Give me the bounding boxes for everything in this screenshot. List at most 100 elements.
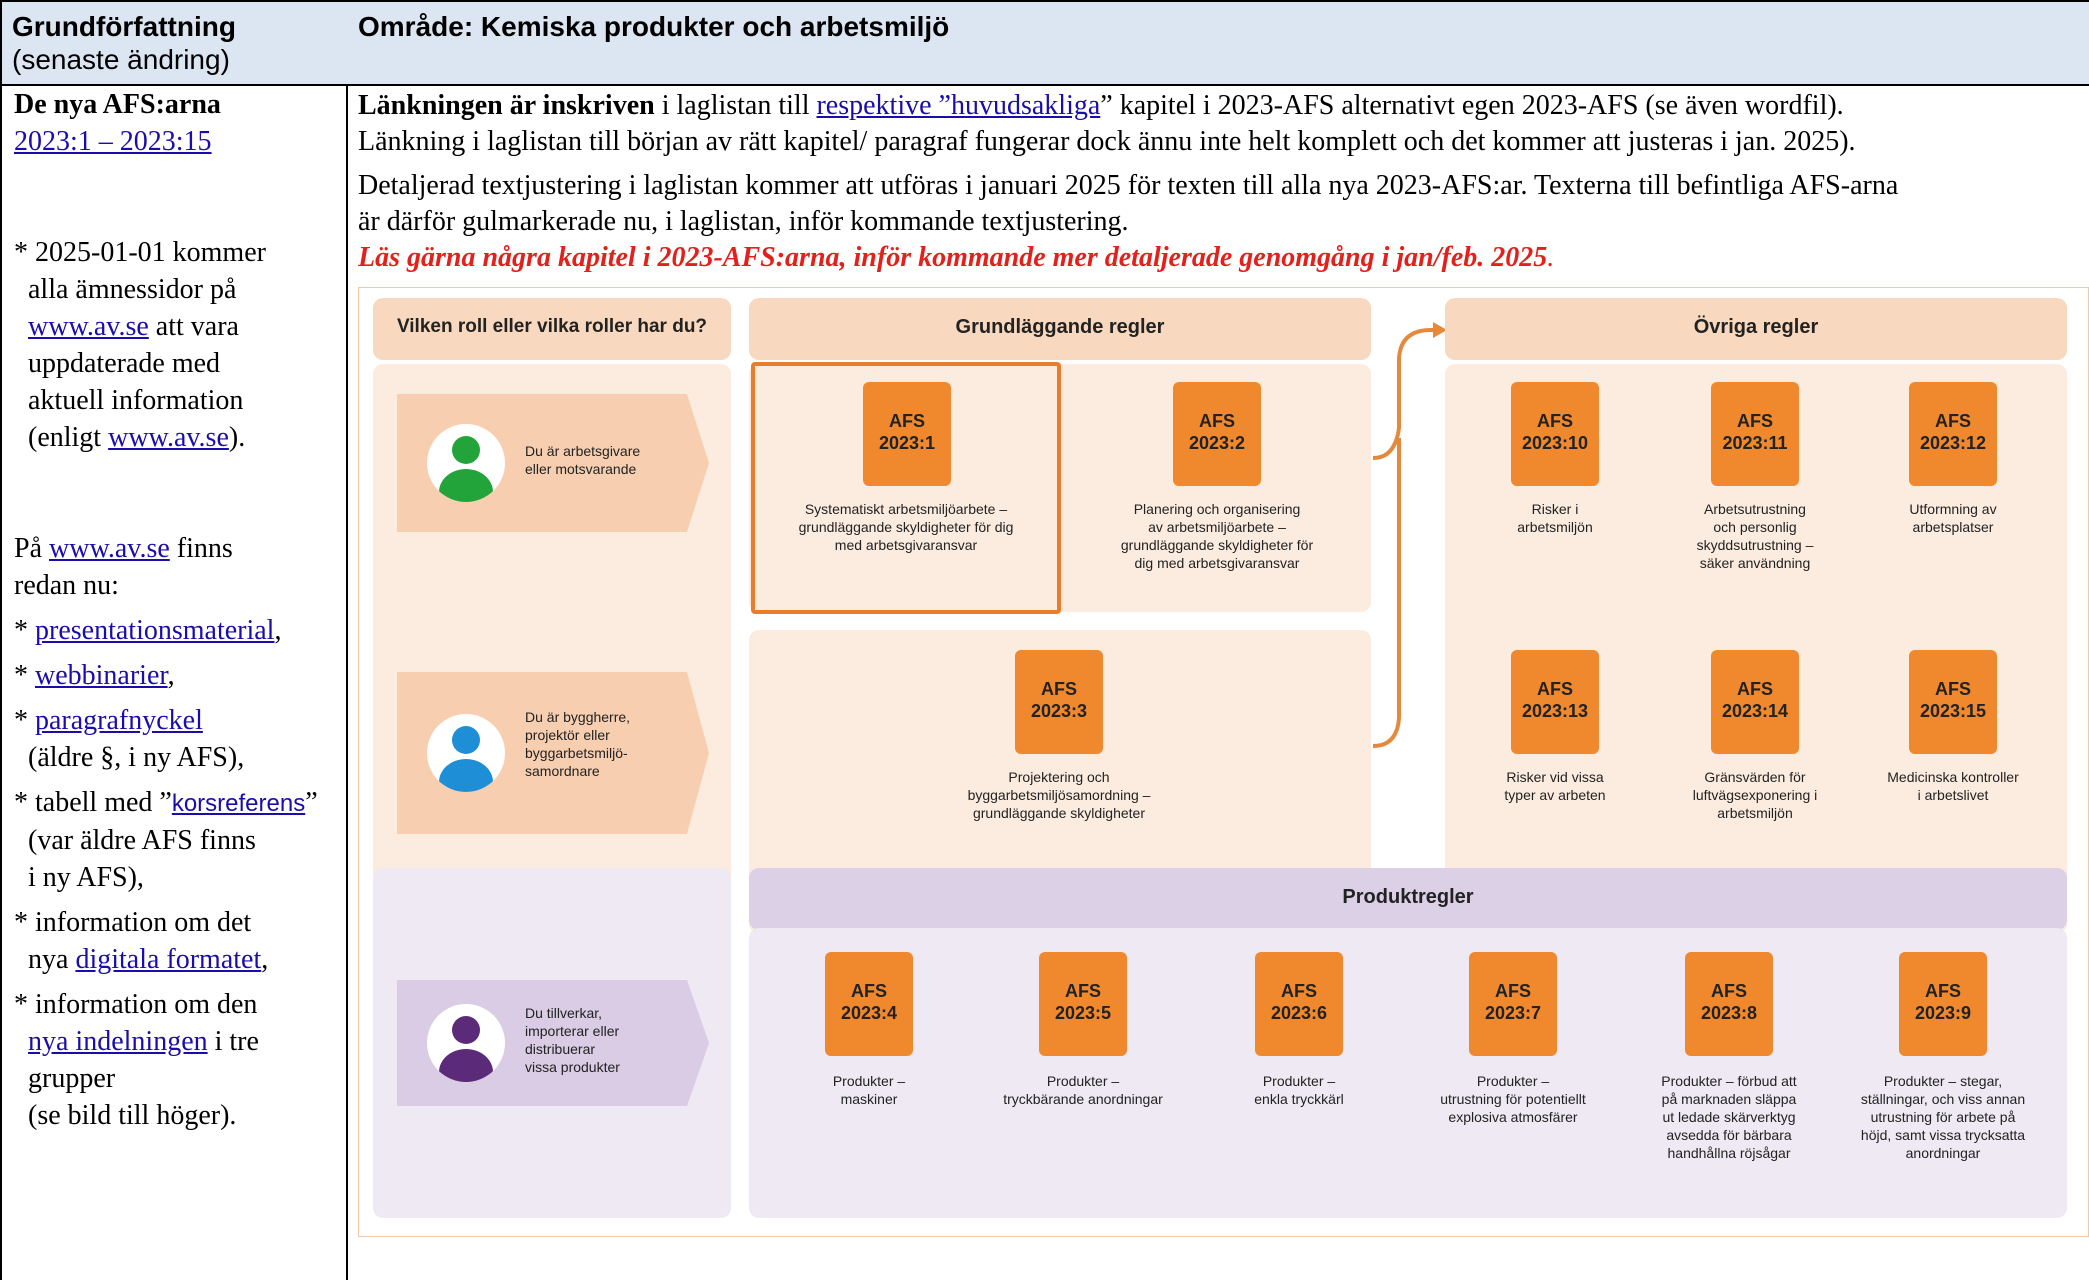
list-item: * information om den (14, 989, 258, 1020)
role-employer: Du är arbetsgivare eller motsvarande (397, 394, 709, 532)
afs-label: AFS (1065, 981, 1101, 1001)
av-se-link-2[interactable]: www.av.se (108, 422, 229, 453)
afs-number: 2023:14 (1721, 701, 1789, 721)
afs-caption: Produkter – stegar, ställningar, och vis… (1860, 1073, 2026, 1161)
presentationsmaterial-link[interactable]: presentationsmaterial (35, 615, 275, 646)
afs-number: 2023:15 (1919, 701, 1987, 721)
afs-range-link[interactable]: 2023:1 – 2023:15 (14, 126, 212, 157)
header-right-cell: Område: Kemiska produkter och arbetsmilj… (346, 0, 2089, 86)
role-text: Du är byggherre, projektör eller byggarb… (525, 709, 631, 779)
afs-number: 2023:5 (1054, 1003, 1112, 1023)
note-line-6: (enligt www.av.se). (14, 419, 342, 456)
afs-number: 2023:7 (1484, 1003, 1542, 1023)
list-item-extra: grupper (28, 1063, 116, 1094)
avatar-head (452, 1016, 480, 1044)
note-enligt: (enligt (28, 422, 109, 453)
note-line-5: aktuell information (28, 385, 244, 416)
afs-number: 2023:13 (1521, 701, 1589, 721)
digitala-formatet-link[interactable]: digitala formatet (75, 944, 262, 975)
list-item: * paragrafnyckel (14, 702, 342, 739)
korsreferens-link[interactable]: korsreferens (171, 790, 306, 817)
afs-caption: Produkter – utrustning för potentiellt e… (1440, 1073, 1586, 1125)
afs-number: 2023:1 (878, 433, 936, 453)
p1-text-b: ” kapitel i 2023-AFS alternativt egen 20… (1100, 90, 1844, 121)
paragraph-2: Länkning i laglistan till början av rätt… (358, 126, 1856, 157)
afs-label: AFS (1495, 981, 1531, 1001)
note-line-4: uppdaterade med (28, 348, 221, 379)
red-note-end: . (1547, 242, 1555, 273)
highlight-afs-2023-1 (751, 362, 1061, 614)
paragraph-3: Detaljerad textjustering i laglistan kom… (358, 170, 1899, 201)
role-tag-shape (397, 672, 709, 834)
item-suffix: , (274, 615, 282, 646)
webbinarier-link[interactable]: webbinarier (35, 660, 168, 691)
afs-caption: Risker vid vissa typer av arbeten (1504, 769, 1606, 803)
afs-label: AFS (1737, 411, 1773, 431)
afs-caption: Produkter – förbud att på marknaden släp… (1661, 1073, 1797, 1161)
list-item: * presentationsmaterial, (14, 612, 342, 649)
paragraph-5: Läs gärna några kapitel i 2023-AFS:arna,… (358, 240, 2089, 276)
header-left-title: Grundförfattning (12, 11, 236, 42)
afs-number: 2023:2 (1188, 433, 1246, 453)
pa-text: På (14, 533, 49, 564)
afs-label: AFS (1199, 411, 1235, 431)
list-item: * webbinarier, (14, 657, 342, 694)
afs-label: AFS (1935, 679, 1971, 699)
afs-number: 2023:6 (1270, 1003, 1328, 1023)
list-item-line2: nya digitala formatet, (14, 941, 342, 978)
av-se-link-1[interactable]: www.av.se (28, 311, 149, 342)
av-se-link-3[interactable]: www.av.se (49, 533, 170, 564)
afs-label: AFS (1711, 981, 1747, 1001)
pa-line: På www.av.se finns (14, 530, 342, 567)
afs-caption: Medicinska kontroller i arbetslivet (1887, 769, 2019, 803)
afs-label: AFS (1537, 411, 1573, 431)
p1-text-a: i laglistan till (654, 90, 817, 121)
paragraph-1: Länkningen är inskriven i laglistan till… (358, 88, 2089, 124)
huvudsakliga-link[interactable]: respektive ”huvudsakliga (816, 90, 1101, 121)
afs-label: AFS (1281, 981, 1317, 1001)
roles-header: Vilken roll eller vilka roller har du? (373, 298, 731, 360)
role-text: Du tillverkar, importerar eller distribu… (525, 1005, 620, 1075)
list-item-extra: (se bild till höger). (28, 1100, 237, 1131)
afs-caption: Planering och organisering av arbetsmilj… (1120, 501, 1314, 571)
item-prefix: * tabell med ” (14, 787, 172, 818)
afs-label: AFS (1041, 679, 1077, 699)
afs-number: 2023:11 (1722, 433, 1788, 453)
right-text: Länkningen är inskriven i laglistan till… (358, 88, 2089, 276)
note-line-3: www.av.se att vara (14, 308, 342, 345)
nya-indelningen-link[interactable]: nya indelningen (28, 1026, 208, 1057)
produkt-title: Produktregler (1342, 886, 1474, 908)
header-right-title: Område: Kemiska produkter och arbetsmilj… (358, 11, 950, 42)
note-end: ). (228, 422, 246, 453)
item-prefix: nya (28, 944, 76, 975)
afs-caption: Arbetsutrustning och personlig skyddsutr… (1696, 501, 1814, 571)
note-line-2: alla ämnessidor på (28, 274, 237, 305)
role-builder: Du är byggherre, projektör eller byggarb… (397, 672, 709, 834)
afs-label: AFS (889, 411, 925, 431)
avatar-body (439, 469, 493, 502)
redan-line: redan nu: (14, 570, 119, 601)
afs-caption: Utformning av arbetsplatser (1909, 501, 1997, 535)
person-icon (427, 714, 505, 792)
paragrafnyckel-link[interactable]: paragrafnyckel (35, 705, 203, 736)
ovriga-header: Övriga regler (1445, 298, 2067, 360)
afs-number: 2023:4 (840, 1003, 898, 1023)
person-icon (427, 1004, 505, 1082)
left-column: De nya AFS:arna 2023:1 – 2023:15 * 2025-… (2, 86, 342, 1134)
